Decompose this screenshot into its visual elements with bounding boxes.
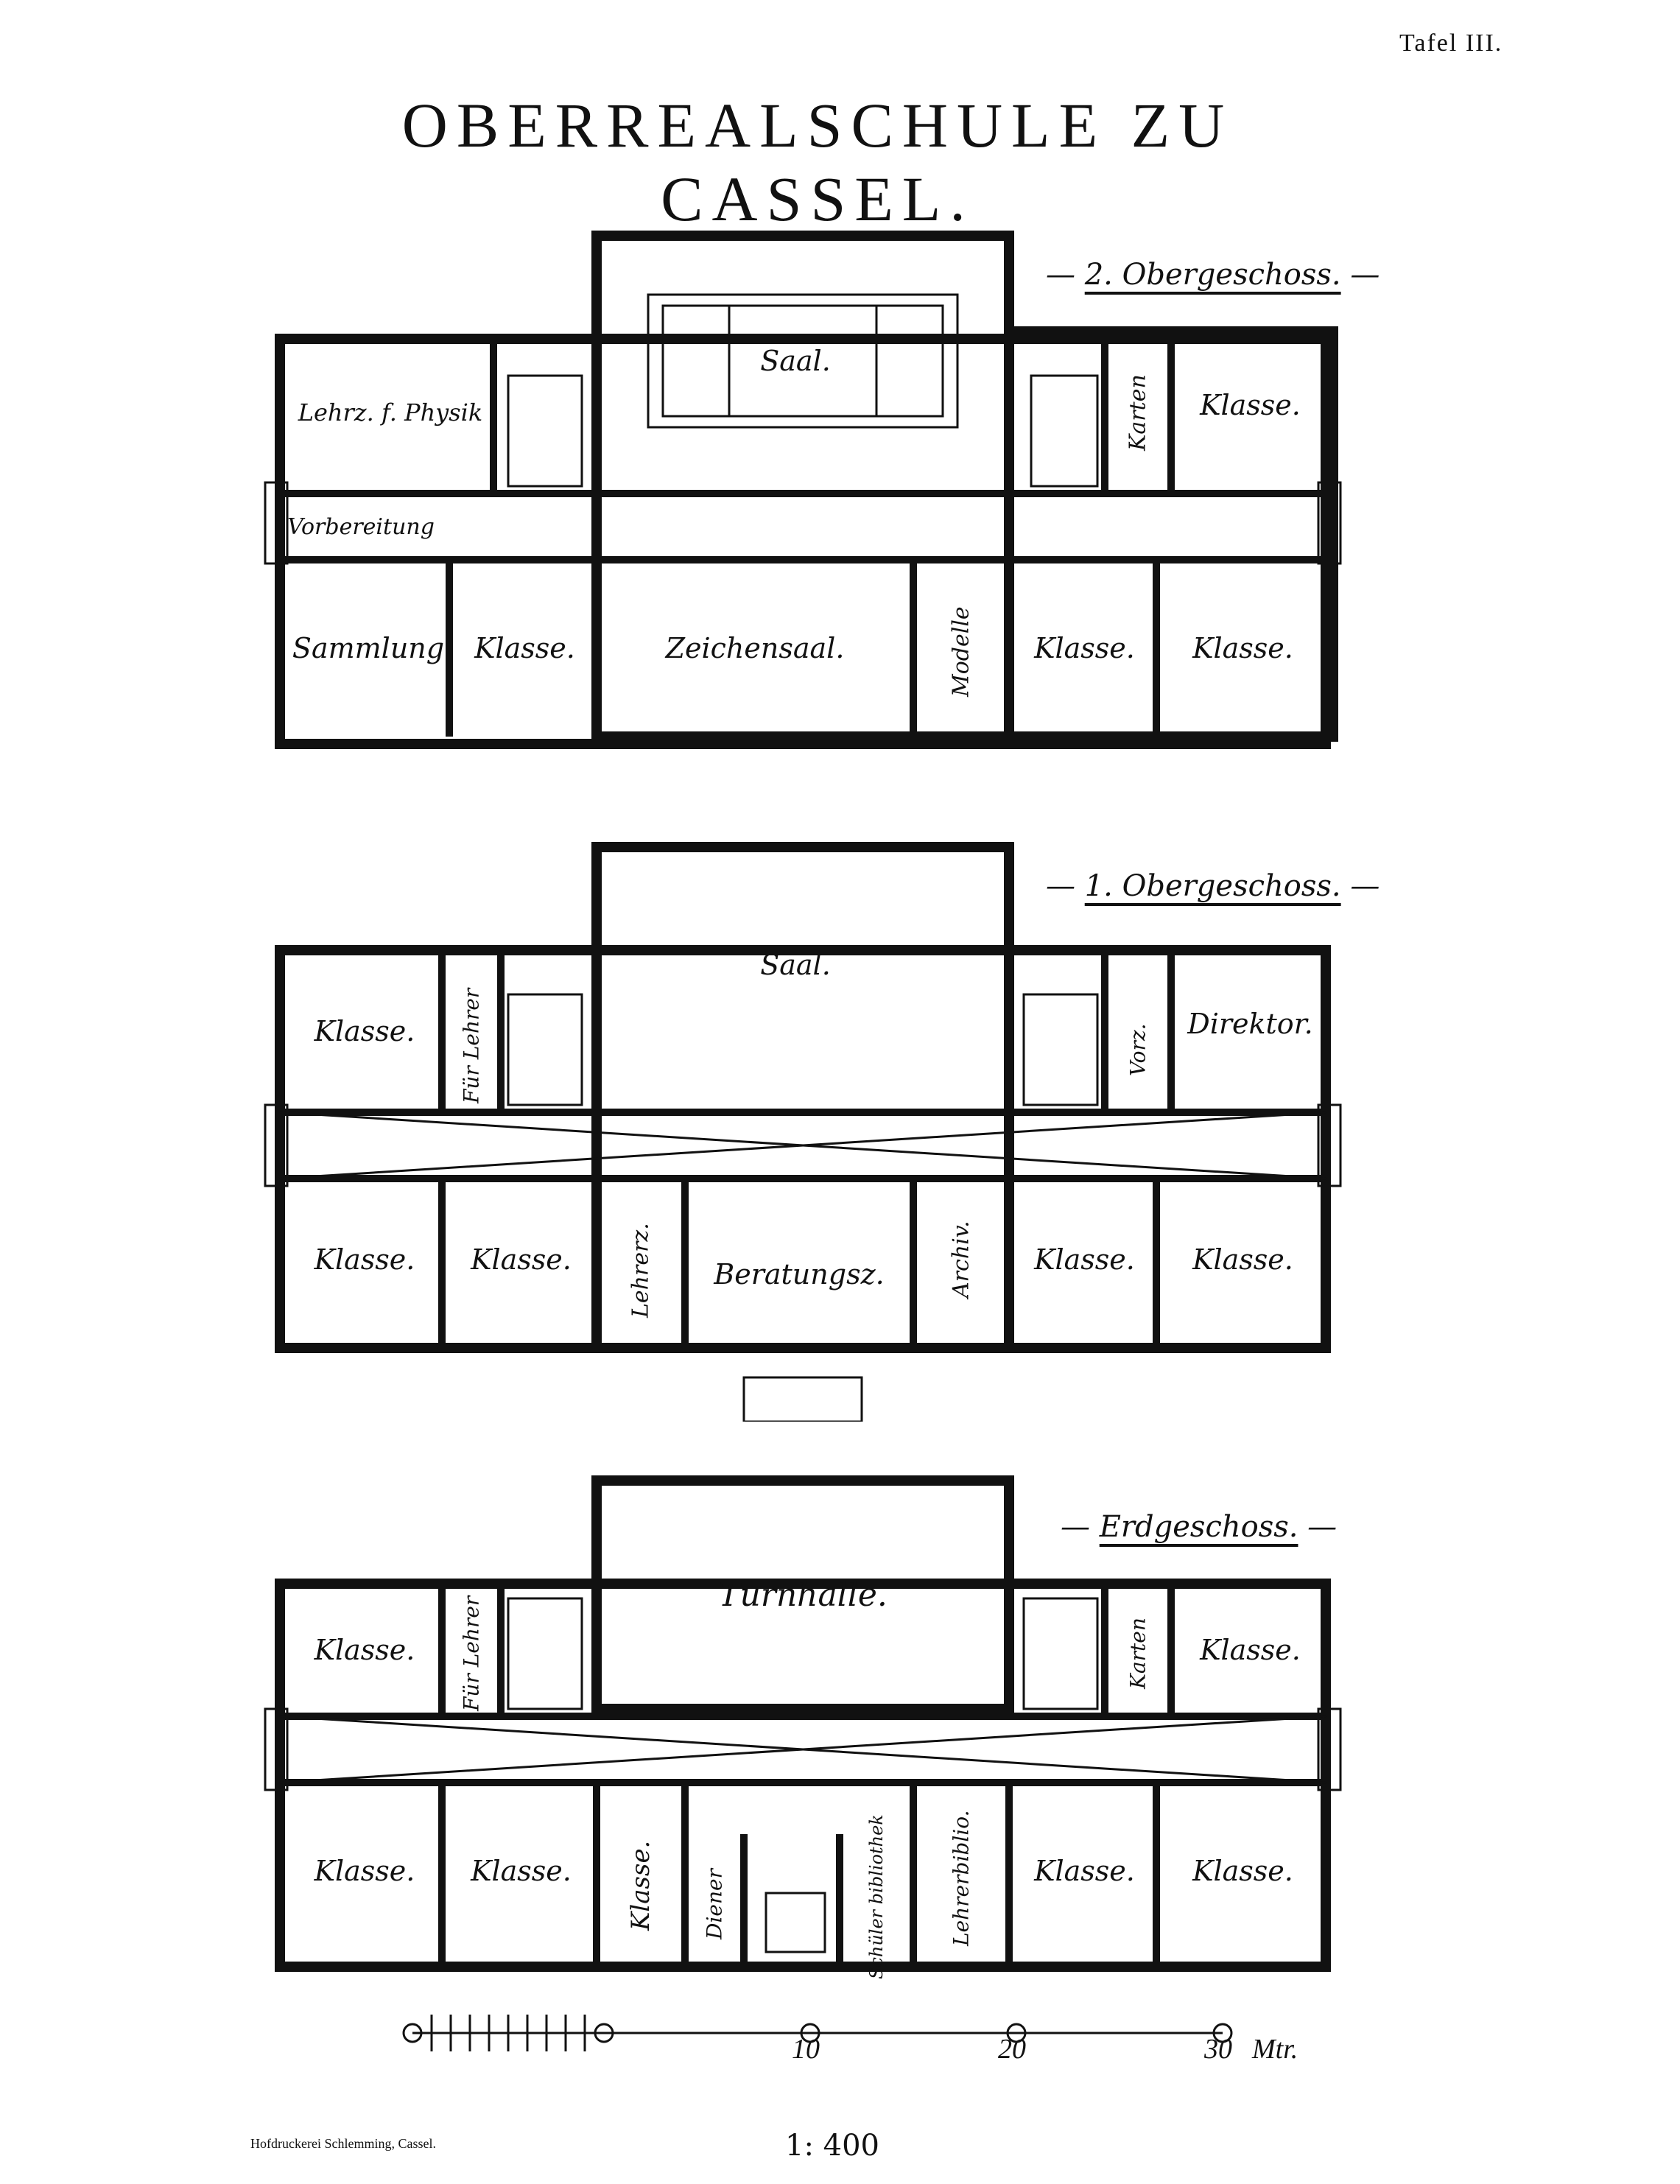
room-teacher-room: Lehrerz. <box>628 1223 654 1319</box>
room-anteroom: Vorz. <box>1125 1023 1150 1076</box>
room-student-library: Schüler bibliothek <box>866 1814 887 1979</box>
page-title: Oberrealschule zu Cassel. <box>401 90 1234 234</box>
room-conference: Beratungsz. <box>714 1258 885 1291</box>
room-class: Klasse. <box>1192 632 1293 664</box>
room-preparation: Vorbereitung <box>287 513 435 540</box>
scale-bar <box>402 2015 1233 2051</box>
room-models: Modelle <box>948 606 974 698</box>
floor-plan-ground-drawing <box>264 1475 1342 1972</box>
floor-plan-second-drawing <box>264 231 1342 749</box>
room-director: Direktor. <box>1187 1008 1313 1040</box>
room-servant: Diener <box>702 1869 727 1939</box>
room-archive: Archiv. <box>948 1221 974 1299</box>
scale-tick-30: 30 <box>1204 2034 1232 2065</box>
room-class: Klasse. <box>314 1243 415 1276</box>
scale-tick-20: 20 <box>998 2034 1026 2065</box>
room-physics-teacher: Lehrz. f. Physik <box>298 398 483 426</box>
scale-tick-10: 10 <box>792 2034 820 2065</box>
room-class: Klasse. <box>471 1855 572 1887</box>
room-class: Klasse. <box>314 1634 415 1666</box>
room-gym: Turnhalle. <box>718 1576 888 1614</box>
room-saal: Saal. <box>760 949 831 981</box>
floor-plan-first: 1. Obergeschoss. Saal. Klasse. Für Lehre… <box>0 832 1680 1422</box>
floor-plan-second: 2. Obergeschoss. Saal. Lehrz. f. Physik … <box>0 221 1680 781</box>
room-class: Klasse. <box>626 1840 656 1931</box>
scale-ratio: 1: 400 <box>785 2129 879 2163</box>
room-class: Klasse. <box>1200 389 1301 421</box>
room-teacher-library: Lehrerbiblio. <box>949 1810 974 1947</box>
room-saal: Saal. <box>760 345 831 377</box>
room-class: Klasse. <box>1034 1855 1135 1887</box>
room-drawing-hall: Zeichensaal. <box>665 632 845 664</box>
scale-unit: Mtr. <box>1252 2034 1298 2065</box>
floor-plan-first-drawing <box>264 842 1342 1422</box>
printer-credit: Hofdruckerei Schlemming, Cassel. <box>250 2136 436 2151</box>
room-class: Klasse. <box>314 1015 415 1047</box>
room-collection: Sammlung <box>292 632 445 664</box>
room-class: Klasse. <box>1192 1855 1293 1887</box>
room-class: Klasse. <box>1034 632 1135 664</box>
floor-label-ground: Erdgeschoss. <box>1061 1510 1337 1544</box>
room-class: Klasse. <box>1034 1243 1135 1276</box>
room-maps: Karten <box>1125 1618 1150 1690</box>
room-teacher: Für Lehrer <box>459 1595 484 1712</box>
room-class: Klasse. <box>474 632 575 664</box>
plate-number: Tafel III. <box>1399 29 1503 57</box>
floor-label-first: 1. Obergeschoss. <box>1046 869 1380 903</box>
room-teacher: Für Lehrer <box>459 988 484 1104</box>
room-class: Klasse. <box>1192 1243 1293 1276</box>
room-class: Klasse. <box>314 1855 415 1887</box>
floor-label-second: 2. Obergeschoss. <box>1046 258 1380 292</box>
room-class: Klasse. <box>471 1243 572 1276</box>
room-class: Klasse. <box>1200 1634 1301 1666</box>
room-maps: Karten <box>1125 374 1151 451</box>
floor-plan-ground: Erdgeschoss. Turnhalle. Klasse. Für Lehr… <box>0 1466 1680 1996</box>
